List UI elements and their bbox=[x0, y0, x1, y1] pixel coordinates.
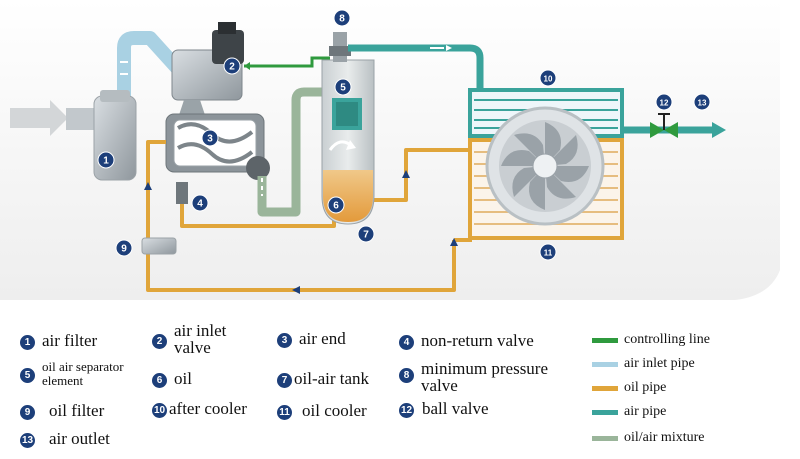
badge-ball-valve: 12 bbox=[655, 93, 673, 111]
legend-label: minimum pressure valve bbox=[421, 359, 549, 395]
legend-badge: 8 bbox=[399, 368, 414, 383]
badge-number: 1 bbox=[103, 156, 109, 167]
badge-oil-filter: 9 bbox=[115, 239, 133, 257]
badge-number: 4 bbox=[197, 199, 203, 210]
legend-label: oil-air tank bbox=[294, 369, 370, 388]
legend-badge: 12 bbox=[399, 403, 414, 418]
legend-non-return-valve: 4 non-return valve bbox=[399, 332, 534, 350]
oil-flow-arrows bbox=[144, 170, 458, 294]
legend-badge: 2 bbox=[152, 334, 167, 349]
legend-oil-air-separator-element: 5 oil air separator element bbox=[20, 360, 162, 388]
legend-line-air-pipe: air pipe bbox=[592, 404, 666, 420]
legend-line-oil-air-mixture: oil/air mixture bbox=[592, 430, 704, 446]
legend-air-filter: 1 air filter bbox=[20, 332, 97, 350]
badge-number: 5 bbox=[340, 83, 346, 94]
line-swatch bbox=[592, 409, 618, 415]
legend-label: air inlet valve bbox=[174, 321, 227, 357]
legend-oil: 6 oil bbox=[152, 370, 192, 388]
badge-number: 10 bbox=[544, 75, 553, 84]
legend-label: oil bbox=[174, 369, 192, 388]
legend-label: oil cooler bbox=[302, 401, 367, 420]
legend-badge: 7 bbox=[277, 373, 292, 388]
badge-air-end: 3 bbox=[201, 129, 219, 147]
line-label: controlling line bbox=[624, 332, 710, 347]
legend-badge: 9 bbox=[20, 405, 35, 420]
badge-number: 9 bbox=[121, 244, 127, 255]
badge-number: 13 bbox=[698, 99, 707, 108]
legend-badge: 5 bbox=[20, 368, 35, 383]
legend-line-oil-pipe: oil pipe bbox=[592, 380, 666, 396]
air-filter bbox=[66, 90, 137, 181]
legend-label: after cooler bbox=[169, 399, 247, 418]
air-inlet-pipe bbox=[117, 31, 194, 100]
legend-minimum-pressure-valve: 8 minimum pressure valve bbox=[399, 360, 581, 394]
controlling-line bbox=[244, 56, 330, 70]
legend-line-air-inlet-pipe: air inlet pipe bbox=[592, 356, 695, 372]
legend-oil-filter: 9 oil filter bbox=[20, 402, 104, 420]
legend-badge: 4 bbox=[399, 335, 414, 350]
badge-oil-cooler: 11 bbox=[539, 243, 557, 261]
line-label: oil/air mixture bbox=[624, 430, 705, 445]
badge-number: 12 bbox=[660, 99, 669, 108]
badge-number: 3 bbox=[207, 134, 213, 145]
badge-air-inlet-valve: 2 bbox=[223, 57, 241, 75]
badge-number: 11 bbox=[544, 249, 553, 258]
legend-label: air outlet bbox=[49, 429, 110, 448]
legend-air-end: 3 air end bbox=[277, 330, 346, 348]
legend-line-controlling-line: controlling line bbox=[592, 332, 710, 348]
legend: 1 air filter 2 air inlet valve 3 air end… bbox=[0, 318, 800, 459]
line-label: oil pipe bbox=[624, 380, 667, 395]
badge-number: 8 bbox=[339, 14, 345, 25]
badge-after-cooler: 10 bbox=[539, 69, 557, 87]
legend-oil-air-tank: 7 oil-air tank bbox=[277, 370, 369, 388]
legend-ball-valve: 12 ball valve bbox=[399, 400, 489, 418]
badge-number: 7 bbox=[363, 230, 369, 241]
badge-air-outlet: 13 bbox=[693, 93, 711, 111]
legend-badge: 6 bbox=[152, 373, 167, 388]
line-swatch bbox=[592, 361, 618, 367]
line-swatch bbox=[592, 435, 618, 441]
badge-oil: 6 bbox=[327, 196, 345, 214]
line-swatch bbox=[592, 385, 618, 391]
badge-oil-air-tank: 7 bbox=[357, 225, 375, 243]
legend-label: oil air separator element bbox=[42, 359, 124, 388]
legend-label: air filter bbox=[42, 331, 98, 350]
badge-non-return-valve: 4 bbox=[191, 194, 209, 212]
line-swatch bbox=[592, 337, 618, 343]
minimum-pressure-valve bbox=[329, 32, 351, 62]
legend-after-cooler: 10 after cooler bbox=[152, 400, 247, 418]
non-return-valve bbox=[176, 182, 188, 204]
line-label: air inlet pipe bbox=[624, 356, 695, 371]
badge-air-filter: 1 bbox=[97, 151, 115, 169]
incoming-air-arrow bbox=[10, 100, 68, 136]
legend-air-outlet: 13 air outlet bbox=[20, 430, 110, 448]
legend-label: oil filter bbox=[49, 401, 105, 420]
cooling-fan bbox=[485, 106, 605, 226]
badge-minimum-pressure-valve: 8 bbox=[333, 9, 351, 27]
legend-oil-cooler: 11 oil cooler bbox=[277, 402, 367, 420]
badge-number: 2 bbox=[229, 62, 235, 73]
legend-badge: 10 bbox=[152, 403, 167, 418]
legend-label: ball valve bbox=[422, 399, 489, 418]
legend-label: non-return valve bbox=[421, 331, 534, 350]
legend-badge: 11 bbox=[277, 405, 292, 420]
ball-valve bbox=[650, 113, 678, 138]
badge-number: 6 bbox=[333, 201, 339, 212]
legend-label: air end bbox=[299, 329, 346, 348]
air-end bbox=[165, 113, 270, 180]
legend-badge: 1 bbox=[20, 335, 35, 350]
oil-filter bbox=[141, 237, 177, 255]
badge-oil-air-separator-element: 5 bbox=[334, 78, 352, 96]
legend-air-inlet-valve: 2 air inlet valve bbox=[152, 322, 254, 356]
line-label: air pipe bbox=[624, 404, 667, 419]
oil-air-mixture-pipe bbox=[257, 87, 322, 217]
legend-badge: 13 bbox=[20, 433, 35, 448]
legend-badge: 3 bbox=[277, 333, 292, 348]
